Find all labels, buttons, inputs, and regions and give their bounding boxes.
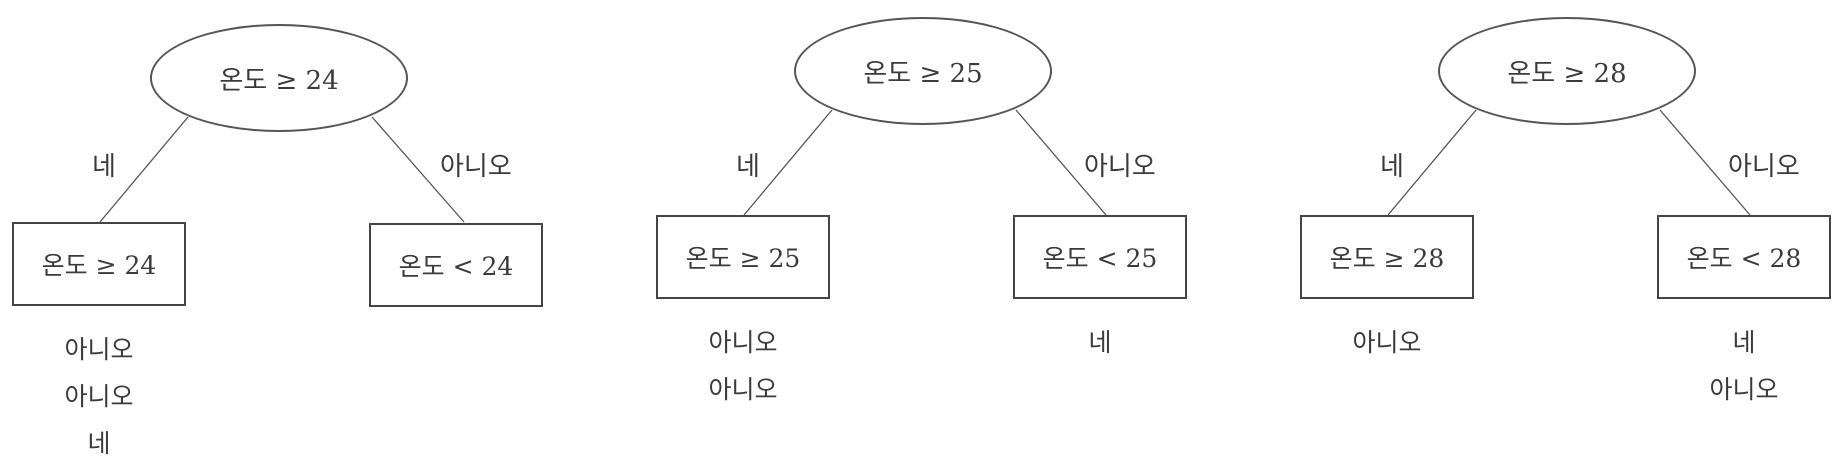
yes-edge bbox=[99, 116, 189, 223]
decision-tree-3: 온도 ≥ 28 네 아니오 온도 ≥ 28 온도 < 28 아니오 네 아니오 bbox=[1300, 0, 1846, 462]
outcome-item: 아니오 bbox=[1709, 375, 1779, 404]
yes-edge bbox=[1387, 109, 1477, 216]
no-outcomes: 네 bbox=[1013, 319, 1187, 366]
yes-edge-label: 네 bbox=[92, 152, 116, 182]
outcome-item: 아니오 bbox=[64, 382, 134, 411]
no-edge bbox=[371, 116, 465, 223]
no-edge-label: 아니오 bbox=[1084, 152, 1156, 182]
outcome-item: 아니오 bbox=[708, 328, 778, 357]
outcome-item: 네 bbox=[1088, 328, 1112, 357]
yes-node: 온도 ≥ 24 bbox=[12, 222, 186, 306]
no-edge bbox=[1659, 109, 1751, 216]
outcome-item: 아니오 bbox=[64, 335, 134, 364]
yes-outcomes: 아니오 bbox=[1300, 319, 1474, 366]
yes-outcomes: 아니오 아니오 bbox=[656, 319, 830, 413]
no-outcomes: 네 아니오 bbox=[1657, 319, 1831, 413]
decision-tree-2: 온도 ≥ 25 네 아니오 온도 ≥ 25 온도 < 25 아니오 아니오 네 bbox=[656, 0, 1216, 462]
yes-edge-label: 네 bbox=[736, 152, 760, 182]
decision-tree-1: 온도 ≥ 24 네 아니오 온도 ≥ 24 온도 < 24 아니오 아니오 네 bbox=[12, 0, 572, 462]
no-node: 온도 < 28 bbox=[1657, 215, 1831, 299]
no-edge bbox=[1015, 109, 1107, 216]
outcome-item: 네 bbox=[1732, 328, 1756, 357]
tree-edges bbox=[743, 109, 1107, 216]
no-edge-label: 아니오 bbox=[440, 152, 512, 182]
root-node: 온도 ≥ 25 bbox=[794, 17, 1052, 125]
no-edge-label: 아니오 bbox=[1728, 152, 1800, 182]
no-node: 온도 < 24 bbox=[369, 223, 543, 307]
yes-edge bbox=[743, 109, 833, 216]
no-node: 온도 < 25 bbox=[1013, 215, 1187, 299]
tree-edges bbox=[99, 116, 465, 223]
yes-node: 온도 ≥ 25 bbox=[656, 215, 830, 299]
root-node: 온도 ≥ 24 bbox=[150, 24, 408, 132]
outcome-item: 아니오 bbox=[708, 375, 778, 404]
yes-node: 온도 ≥ 28 bbox=[1300, 215, 1474, 299]
root-node: 온도 ≥ 28 bbox=[1438, 17, 1696, 125]
tree-edges bbox=[1387, 109, 1751, 216]
yes-outcomes: 아니오 아니오 네 bbox=[12, 326, 186, 467]
outcome-item: 네 bbox=[87, 429, 111, 458]
yes-edge-label: 네 bbox=[1380, 152, 1404, 182]
outcome-item: 아니오 bbox=[1352, 328, 1422, 357]
